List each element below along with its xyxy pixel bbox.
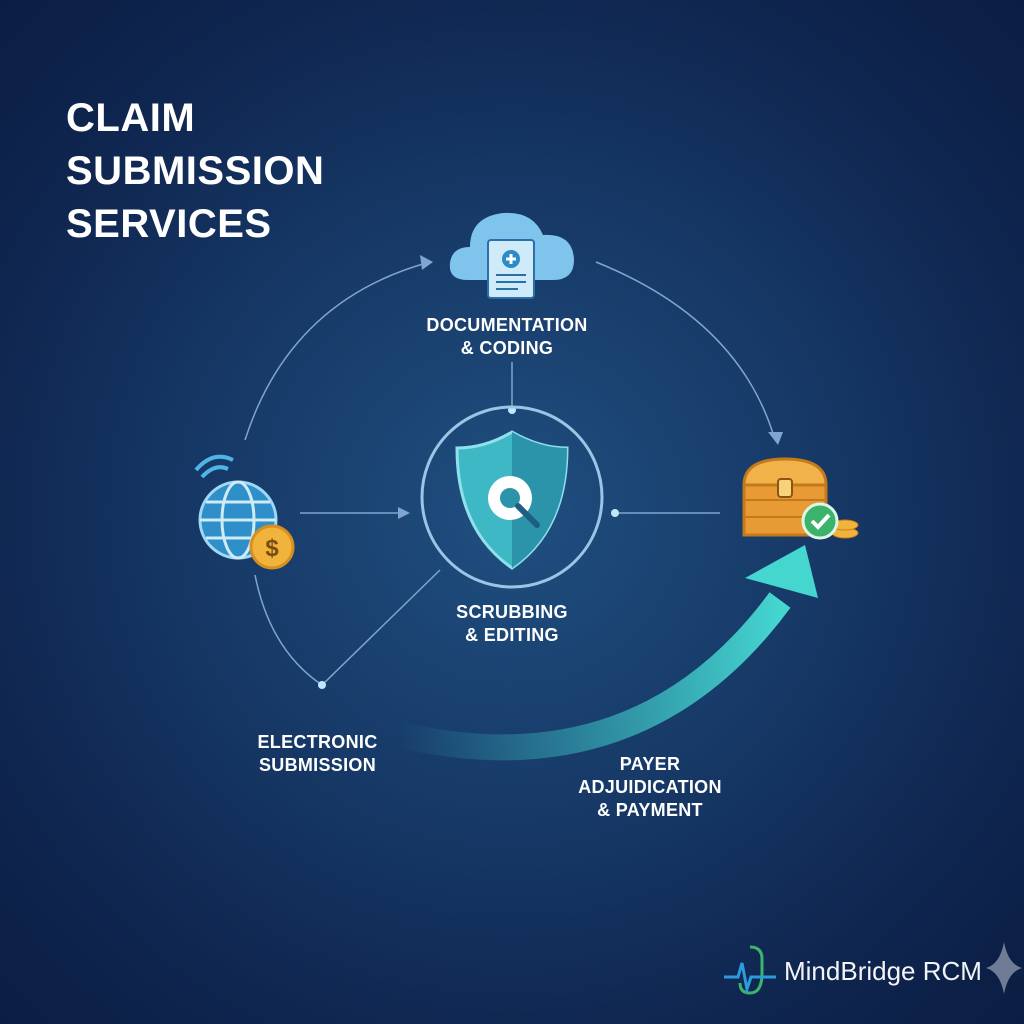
label-line: ADJUIDICATION bbox=[578, 777, 722, 797]
arrowhead bbox=[420, 255, 433, 270]
sparkle-icon bbox=[986, 942, 1022, 994]
title-line: CLAIM bbox=[66, 96, 196, 140]
step-payer-label: PAYER ADJUIDICATION & PAYMENT bbox=[560, 753, 740, 822]
label-line: & CODING bbox=[460, 338, 554, 358]
arrowhead bbox=[398, 507, 410, 519]
title-line: SUBMISSION bbox=[66, 149, 325, 193]
stethoscope-heartbeat-icon bbox=[724, 945, 776, 995]
svg-text:$: $ bbox=[265, 535, 279, 562]
arrowhead bbox=[768, 432, 783, 445]
connector-arc bbox=[244, 261, 431, 441]
treasure-chest-icon bbox=[742, 457, 859, 540]
label-line: ELECTRONIC bbox=[257, 732, 378, 752]
globe-dollar-icon: $ bbox=[194, 454, 295, 570]
label-line: SUBMISSION bbox=[258, 755, 376, 775]
brand-logo: MindBridge RCM bbox=[724, 943, 982, 999]
label-line: PAYER bbox=[619, 754, 681, 774]
label-line: SCRUBBING bbox=[456, 602, 568, 622]
node-dot bbox=[611, 509, 619, 517]
cloud-document-icon bbox=[449, 212, 574, 299]
page-title: CLAIM SUBMISSION SERVICES bbox=[66, 92, 324, 251]
step-documentation-label: DOCUMENTATION & CODING bbox=[412, 314, 602, 360]
label-line: & PAYMENT bbox=[597, 800, 703, 820]
step-electronic-label: ELECTRONIC SUBMISSION bbox=[240, 731, 395, 777]
step-scrubbing-label: SCRUBBING & EDITING bbox=[422, 601, 602, 647]
shield-gear-icon bbox=[455, 430, 569, 570]
center-ring bbox=[420, 405, 604, 589]
node-dot bbox=[318, 681, 326, 689]
payment-sweep-arrow bbox=[397, 592, 791, 761]
connector-arc bbox=[595, 261, 776, 441]
label-line: DOCUMENTATION bbox=[426, 315, 588, 335]
connector-arc bbox=[254, 569, 441, 686]
title-line: SERVICES bbox=[66, 202, 272, 246]
payment-arrowhead bbox=[745, 545, 818, 598]
brand-name: MindBridge RCM bbox=[784, 955, 982, 986]
label-line: & EDITING bbox=[465, 625, 559, 645]
